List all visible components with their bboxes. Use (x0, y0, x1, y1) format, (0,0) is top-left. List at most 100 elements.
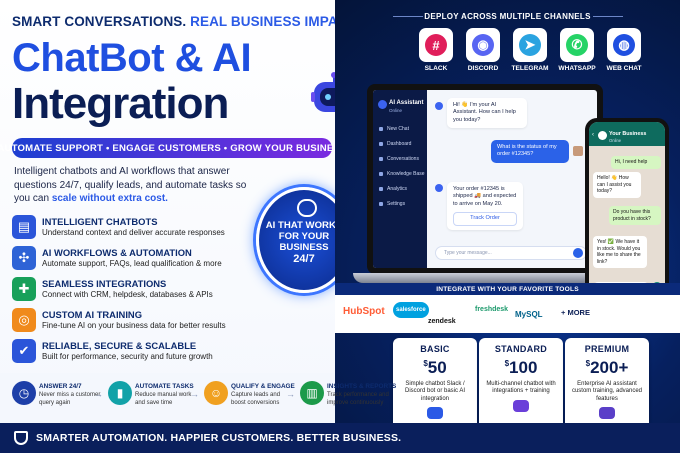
feature-title: AI WORKFLOWS & AUTOMATION (42, 247, 192, 258)
intro-text: Intelligent chatbots and AI workflows th… (14, 165, 254, 206)
web-chat-icon: ◍ (607, 28, 641, 62)
badge-line2: FOR YOUR (278, 231, 330, 242)
step-desc: Reduce manual work and save time (135, 392, 192, 406)
robot-icon (427, 407, 443, 420)
business-status: Online (609, 138, 622, 143)
plan-name: STANDARD (494, 344, 548, 354)
title-line1: ChatBot & AI (12, 36, 252, 80)
laptop-base (353, 273, 621, 283)
nav-item[interactable]: New Chat (379, 126, 409, 132)
feature-title: CUSTOM AI TRAINING (42, 309, 142, 320)
plan-price-value: 50 (427, 358, 447, 377)
feature-desc: Fine-tune AI on your business data for b… (42, 321, 226, 330)
nav-item[interactable]: Dashboard (379, 141, 411, 147)
plan-price: $200+ (565, 358, 649, 378)
badge-line3: BUSINESS (279, 242, 329, 253)
feature-title: INTELLIGENT CHATBOTS (42, 216, 158, 227)
steps-strip (0, 373, 335, 423)
tool-logo-mysql: MySQL (515, 310, 543, 319)
currency: $ (423, 359, 428, 368)
bot-message: Hi! 👋 I'm your AI Assistant. How can I h… (447, 98, 527, 129)
target-icon: ◎ (12, 308, 36, 332)
intro-emphasis: scale without extra cost. (51, 193, 168, 204)
step-desc: Never miss a customer query again (39, 392, 101, 406)
phone-screen: ‹ Your Business Online Hi, I need help H… (589, 122, 665, 296)
tools-heading-band (335, 283, 680, 295)
deploy-heading: DEPLOY ACROSS MULTIPLE CHANNELS (424, 12, 591, 21)
badge-line4: 24/7 (293, 253, 315, 265)
plan-desc: Enterprise AI assistant custom training,… (571, 381, 643, 402)
currency: $ (585, 359, 591, 368)
phone: ‹ Your Business Online Hi, I need help H… (585, 118, 669, 300)
channel-web-chat[interactable]: ◍WEB CHAT (606, 28, 642, 72)
robot-icon (599, 407, 615, 420)
business-name: Your Business (609, 131, 647, 137)
right-panel: DEPLOY ACROSS MULTIPLE CHANNELS #SLACK ◉D… (335, 0, 680, 453)
plan-price: $50 (393, 358, 477, 378)
nav-item[interactable]: Analytics (379, 186, 407, 192)
step-title: INSIGHTS & REPORTS (327, 383, 397, 390)
divider (593, 16, 623, 17)
channel-telegram[interactable]: ➤TELEGRAM (512, 28, 549, 72)
channel-discord[interactable]: ◉DISCORD (465, 28, 501, 72)
send-icon[interactable] (573, 248, 583, 258)
user-message: What is the status of my order #12345? (491, 140, 569, 163)
robot-icon (513, 399, 529, 412)
track-order-button[interactable]: Track Order (453, 212, 517, 226)
intro-body: Intelligent chatbots and AI workflows th… (14, 166, 247, 204)
plan-desc: Simple chatbot Slack / Discord bot or ba… (404, 381, 466, 402)
chart-icon: ▮ (108, 381, 132, 405)
plan-premium[interactable]: PREMIUM$200+Enterprise AI assistant cust… (565, 338, 649, 434)
whatsapp-icon: ✆ (560, 28, 594, 62)
user-avatar (573, 146, 583, 156)
nav-item[interactable]: Conversations (379, 156, 419, 162)
tagline: SMART CONVERSATIONS. REAL BUSINESS IMPAC… (12, 14, 358, 29)
report-icon: ▥ (300, 381, 324, 405)
feature-title: RELIABLE, SECURE & SCALABLE (42, 340, 197, 351)
badge-line1: AI THAT WORKS (265, 220, 343, 231)
tools-more: + MORE (561, 308, 590, 317)
plan-price: $100 (479, 358, 563, 378)
bot-message-text: Your order #12345 is shipped 🚚 and expec… (453, 186, 517, 207)
plan-price-value: 100 (509, 358, 538, 377)
nav-item[interactable]: Settings (379, 201, 405, 207)
footer-text: SMARTER AUTOMATION. HAPPIER CUSTOMERS. B… (36, 432, 402, 444)
channel-slack[interactable]: #SLACK (418, 28, 454, 72)
step-item: ▥INSIGHTS & REPORTS Track performance and… (300, 381, 396, 421)
value-pill: AUTOMATE SUPPORT • ENGAGE CUSTOMERS • GR… (0, 138, 346, 158)
feature-desc: Understand context and deliver accurate … (42, 228, 225, 237)
shield-icon (14, 431, 28, 445)
chat-input[interactable]: Type your message... (435, 246, 587, 260)
tool-logo-salesforce: salesforce (393, 302, 429, 318)
users-icon: ☺ (204, 381, 228, 405)
title-line2: Integration (12, 79, 229, 128)
nav-item[interactable]: Knowledge Base (379, 171, 425, 177)
clock-icon: ◷ (12, 381, 36, 405)
step-title: ANSWER 24/7 (39, 383, 82, 390)
tagline-part2: REAL BUSINESS IMPACT. (190, 14, 359, 29)
tools-heading: INTEGRATE WITH YOUR FAVORITE TOOLS (436, 286, 579, 293)
feature-desc: Connect with CRM, helpdesk, databases & … (42, 290, 213, 299)
tool-logo-freshdesk: freshdesk (475, 306, 509, 313)
step-desc: Track performance and improve continuous… (327, 392, 389, 406)
tagline-part1: SMART CONVERSATIONS. (12, 14, 187, 29)
phone-message-in: Yes! ✅ We have it in stock. Would you li… (593, 236, 647, 269)
channel-label: TELEGRAM (511, 65, 549, 72)
back-icon[interactable]: ‹ (592, 132, 594, 138)
channel-whatsapp[interactable]: ✆WHATSAPP (558, 28, 596, 72)
slack-icon: # (419, 28, 453, 62)
currency: $ (504, 359, 510, 368)
bot-avatar-icon (378, 100, 387, 109)
feature-desc: Built for performance, security and futu… (42, 352, 213, 361)
arrow-icon: → (190, 389, 199, 399)
bot-avatar-icon (435, 102, 443, 110)
brain-icon (297, 199, 317, 217)
feature-desc: Automate support, FAQs, lead qualificati… (42, 259, 222, 268)
